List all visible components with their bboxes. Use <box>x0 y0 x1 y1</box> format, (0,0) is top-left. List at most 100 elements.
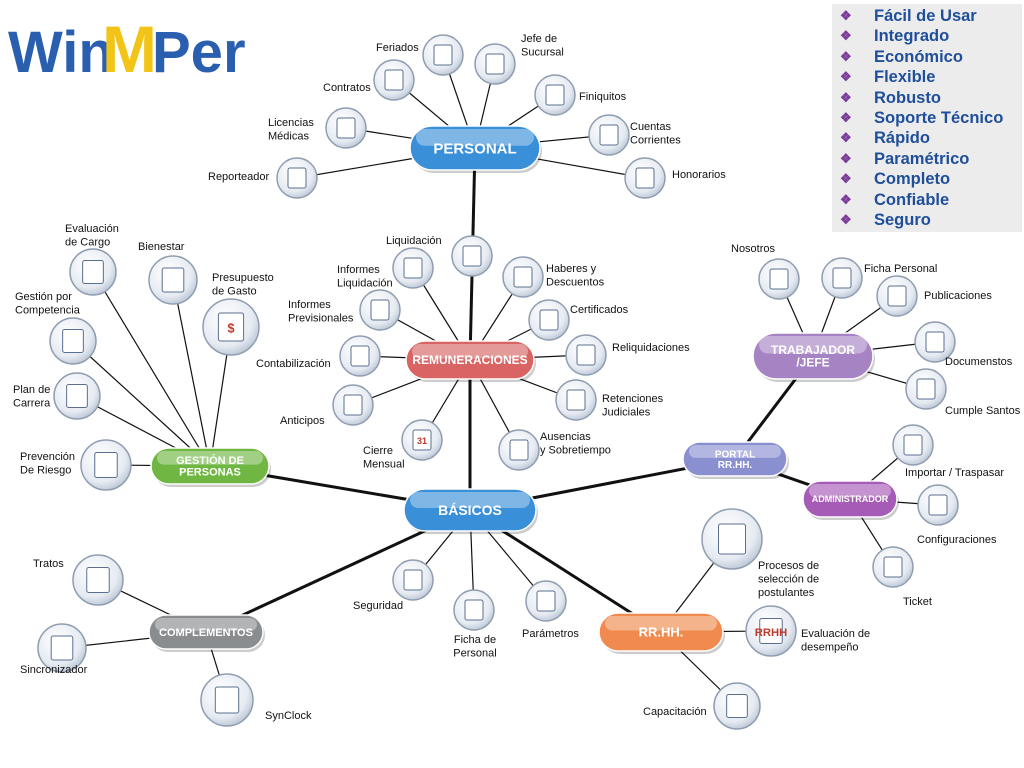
laptop-icon <box>588 114 630 156</box>
id-card-icon <box>821 257 863 299</box>
node-honorarios[interactable]: Honorarios <box>624 157 726 199</box>
envelope-icon <box>534 74 576 116</box>
node-nosotros[interactable]: Nosotros <box>731 243 800 300</box>
connector-line <box>92 271 211 467</box>
chart-person-icon <box>69 248 117 296</box>
person-icon <box>453 589 495 631</box>
feature-label: Flexible <box>874 68 936 87</box>
node-liquidacion[interactable]: Liquidación <box>386 235 493 277</box>
features-panel: ❖Fácil de Usar❖Integrado❖Económico❖Flexi… <box>832 4 1022 232</box>
connector-line <box>172 279 211 467</box>
logo-m-text: M <box>102 14 157 84</box>
node-synclock[interactable]: SynClock <box>200 673 312 727</box>
diamond-bullet-icon: ❖ <box>840 28 852 44</box>
people-icon <box>49 317 97 365</box>
feature-item: ❖Paramétrico <box>840 149 1022 169</box>
node-publicaciones[interactable]: Publicaciones <box>876 275 992 317</box>
node-reliquidaciones[interactable]: Reliquidaciones <box>565 334 690 376</box>
node-feriados[interactable]: Feriados <box>376 34 464 76</box>
stairs-icon <box>53 372 101 420</box>
node-label: Sincronizador <box>20 664 88 676</box>
refresh-icon <box>892 424 934 466</box>
warning-icon <box>80 439 132 491</box>
feature-item: ❖ Fácil de Usar <box>840 6 1022 26</box>
node-documentos[interactable]: Documenstos <box>914 321 1013 368</box>
coins-icon <box>332 384 374 426</box>
hub-rrhh[interactable]: RR.HH. <box>598 612 725 654</box>
node-cumple[interactable]: Cumple Santos <box>905 368 1021 417</box>
candidates-icon <box>701 508 763 570</box>
feature-label: Fácil de Usar <box>874 7 977 25</box>
diamond-bullet-icon: ❖ <box>840 8 852 23</box>
node-anticipos[interactable]: Anticipos <box>280 384 374 427</box>
node-label: SynClock <box>265 710 312 722</box>
node-label: Publicaciones <box>924 290 992 302</box>
hub-basicos[interactable]: BÁSICOS <box>403 488 538 534</box>
node-certificados[interactable]: Certificados <box>528 299 629 341</box>
hub-remuneraciones[interactable]: REMUNERACIONES <box>405 340 536 382</box>
hub-trabajador[interactable]: TRABAJADOR/JEFE <box>752 332 875 382</box>
node-contratos[interactable]: Contratos <box>323 59 415 101</box>
node-ticket[interactable]: Ticket <box>872 546 932 608</box>
winmper-logo: Win M Per <box>8 14 246 84</box>
node-label: Tratos <box>33 558 64 570</box>
node-label: Seguridad <box>353 600 403 612</box>
node-label: Anticipos <box>280 415 325 427</box>
node-ficha_personal_t[interactable]: Ficha Personal <box>821 257 937 299</box>
diamond-bullet-icon: ❖ <box>840 191 852 207</box>
hub-personal[interactable]: PERSONAL <box>409 125 542 173</box>
node-seguridad[interactable]: Seguridad <box>353 559 434 612</box>
node-bienestar[interactable]: Bienestar <box>138 241 198 305</box>
hub-complementos[interactable]: COMPLEMENTOS <box>148 614 265 652</box>
node-finiquitos[interactable]: Finiquitos <box>534 74 627 116</box>
diamond-bullet-icon: ❖ <box>840 150 852 166</box>
hub-label: TRABAJADOR/JEFE <box>771 343 855 370</box>
logo-per-text: Per <box>152 20 246 84</box>
node-importar[interactable]: Importar / Traspasar <box>892 424 1004 479</box>
node-label: Capacitación <box>643 706 707 718</box>
clock-icon <box>498 429 540 471</box>
node-tratos[interactable]: Tratos <box>33 554 124 606</box>
node-configuraciones[interactable]: Configuraciones <box>917 484 997 546</box>
node-sincronizador[interactable]: Sincronizador <box>20 623 88 676</box>
node-contabilizacion[interactable]: Contabilización <box>256 335 381 377</box>
node-capacitacion[interactable]: Capacitación <box>643 682 761 730</box>
node-parametros[interactable]: Parámetros <box>522 580 579 640</box>
feature-item: ❖Completo <box>840 169 1022 189</box>
gears-clock-icon <box>200 673 254 727</box>
hub-administrador[interactable]: ADMINISTRADOR <box>802 480 899 520</box>
feature-item: ❖Flexible <box>840 67 1022 87</box>
node-label: Importar / Traspasar <box>905 467 1004 479</box>
node-label: Documenstos <box>945 356 1013 368</box>
node-reporteador[interactable]: Reporteador <box>208 157 318 199</box>
scales-icon <box>555 379 597 421</box>
node-label: Honorarios <box>672 169 726 181</box>
